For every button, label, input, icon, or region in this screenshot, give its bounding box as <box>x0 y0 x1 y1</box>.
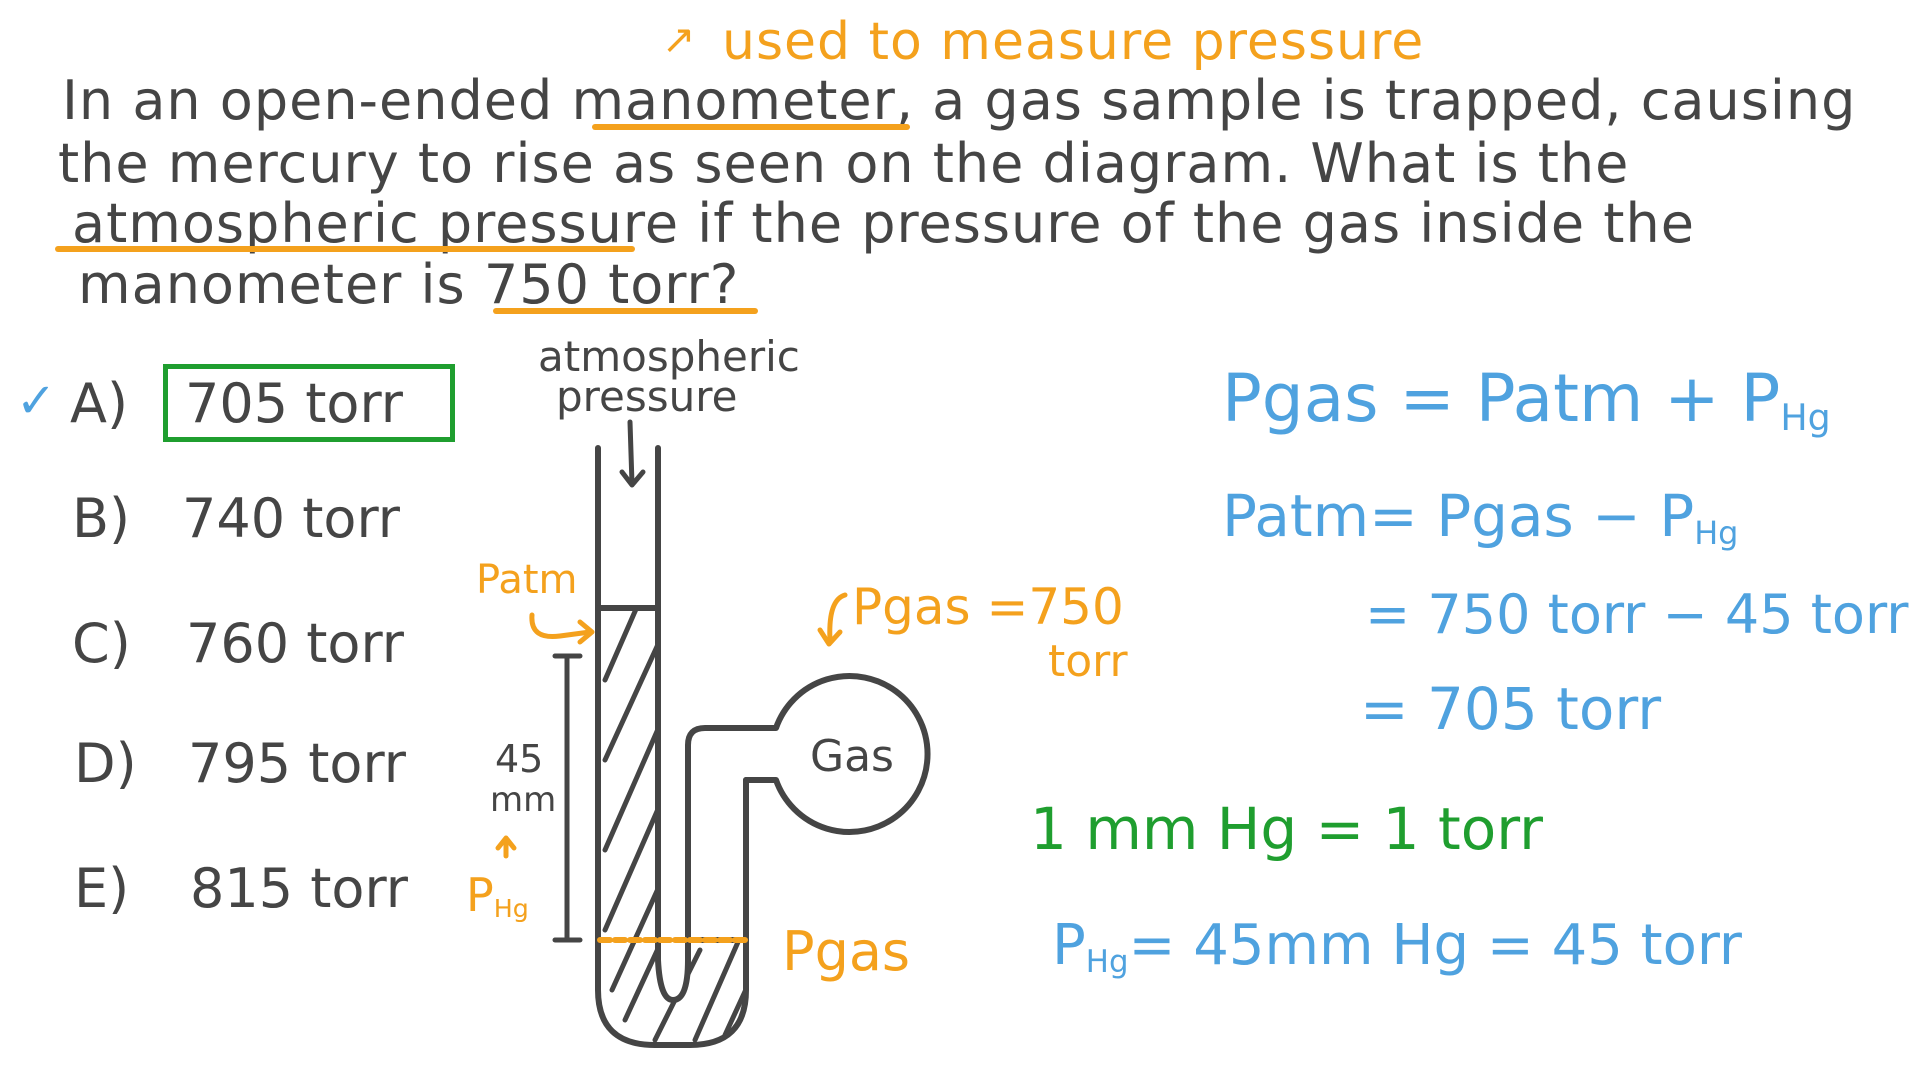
u-tube <box>595 445 779 1048</box>
pgas-level-label: Pgas <box>782 920 911 983</box>
eq-sub: Hg <box>1694 513 1739 552</box>
gas-label: Gas <box>810 731 894 782</box>
height-value: 45 <box>495 737 544 781</box>
answer-letter: B) <box>72 487 131 550</box>
question-line-2: the mercury to rise as seen on the diagr… <box>58 132 1630 195</box>
annotation-arrow-icon: ↗ <box>662 17 697 63</box>
highlight-750-torr: 750 torr <box>483 253 710 316</box>
question-text: manometer is <box>78 253 484 316</box>
question-text: ? <box>709 253 740 316</box>
eq-rhs: = 45mm Hg = 45 torr <box>1128 913 1742 978</box>
eq-lhs: Pgas <box>1222 360 1379 437</box>
pressure-label: pressure <box>556 372 738 421</box>
eq-rhs: = Patm + P <box>1378 360 1781 437</box>
patm-arrow-icon <box>529 612 595 645</box>
correct-answer-box <box>163 364 455 442</box>
patm-label: Patm <box>476 557 578 603</box>
eq-p: P <box>1052 913 1086 978</box>
equation-result: = 705 torr <box>1360 675 1662 743</box>
pgas-given-value: Pgas =750 <box>852 578 1124 636</box>
answer-value: 795 torr <box>188 732 406 795</box>
underline-750-torr <box>493 308 758 314</box>
highlight-atmospheric-pressure: atmospheric pressure <box>72 192 680 255</box>
equation-patm: Patm= Pgas − PHg <box>1222 487 1738 549</box>
phg-sub: Hg <box>493 894 529 924</box>
equation-substitution: = 750 torr − 45 torr <box>1365 583 1909 646</box>
eq-lhs: Patm <box>1222 482 1370 550</box>
eq-sub: Hg <box>1780 396 1831 440</box>
pgas-given-unit: torr <box>1048 636 1128 687</box>
answer-value: 815 torr <box>190 857 408 920</box>
phg-calculation: PHg= 45mm Hg = 45 torr <box>1052 918 1742 978</box>
question-text: if the pressure of the gas inside the <box>679 192 1695 255</box>
phg-p: P <box>466 868 494 922</box>
atmospheric-label: atmospheric <box>538 332 800 381</box>
equation-pgas: Pgas = Patm + PHg <box>1222 366 1831 436</box>
underline-manometer <box>592 124 910 130</box>
question-text: In an open-ended <box>62 69 572 132</box>
phg-label: PHg <box>466 872 529 921</box>
eq-rhs: = Pgas − P <box>1369 482 1695 550</box>
question-line-3: atmospheric pressure if the pressure of … <box>72 197 1695 251</box>
down-arrow-icon <box>619 419 646 488</box>
phg-up-arrow-icon <box>495 835 517 859</box>
highlight-manometer: manometer <box>571 69 896 132</box>
answer-letter: E) <box>74 857 130 920</box>
eq-sub: Hg <box>1085 943 1129 980</box>
gas-bulb <box>773 673 931 835</box>
unit-conversion: 1 mm Hg = 1 torr <box>1030 795 1543 863</box>
manometer-annotation: used to measure pressure <box>722 12 1425 72</box>
answer-value: 705 torr <box>185 372 403 435</box>
height-unit: mm <box>490 780 557 820</box>
question-line-4: manometer is 750 torr? <box>78 258 739 312</box>
pgas-arrow-icon <box>817 592 848 647</box>
underline-atmospheric-pressure <box>55 246 635 252</box>
height-bracket <box>552 653 583 943</box>
answer-letter: C) <box>72 612 131 675</box>
question-text: , a gas sample is trapped, causing <box>895 69 1857 132</box>
answer-value: 760 torr <box>186 612 404 675</box>
answer-value: 740 torr <box>182 487 400 550</box>
question-line-1: In an open-ended manometer, a gas sample… <box>62 74 1856 128</box>
answer-letter: D) <box>74 732 137 795</box>
checkmark-icon: ✓ <box>16 373 57 429</box>
answer-letter: A) <box>70 372 129 435</box>
